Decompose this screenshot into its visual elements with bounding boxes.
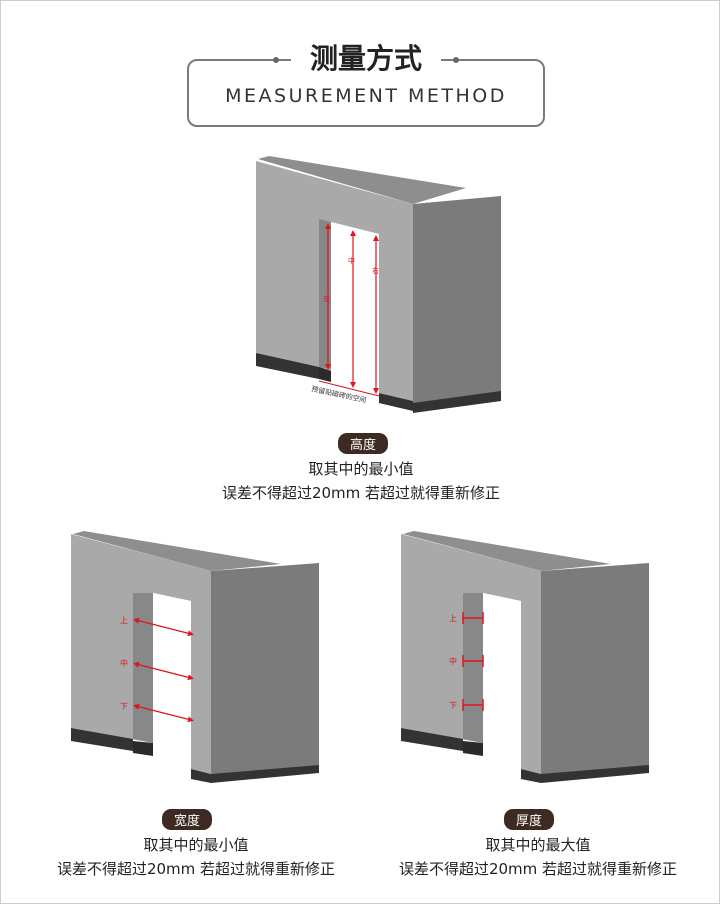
title-dot-right	[453, 57, 459, 63]
width-wall: 上 中 下	[71, 531, 319, 783]
height-caption-line1: 取其中的最小值	[308, 460, 414, 478]
width-caption-line1: 取其中的最小值	[143, 836, 249, 854]
thickness-caption: 取其中的最大值 误差不得超过20mm 若超过就得重新修正	[363, 833, 713, 881]
width-middle-arrow	[133, 661, 194, 681]
width-top-arrow	[133, 617, 194, 637]
thickness-badge: 厚度	[504, 809, 555, 830]
thickness-wall: 上 中 下	[401, 531, 649, 783]
width-label-middle: 中	[120, 658, 128, 668]
height-badge: 高度	[338, 433, 389, 454]
label-middle: 中	[348, 256, 355, 265]
height-caption: 取其中的最小值 误差不得超过20mm 若超过就得重新修正	[161, 457, 561, 505]
width-label-top: 上	[120, 616, 128, 625]
width-bottom-arrow	[133, 703, 194, 723]
thickness-label-middle: 中	[449, 656, 457, 666]
label-left: 左	[323, 294, 330, 303]
title-chinese: 测量方式	[291, 37, 441, 77]
width-badge: 宽度	[162, 809, 213, 830]
width-caption: 取其中的最小值 误差不得超过20mm 若超过就得重新修正	[21, 833, 371, 881]
thickness-label-top: 上	[449, 614, 457, 623]
width-label-bottom: 下	[120, 702, 128, 711]
height-caption-line2: 误差不得超过20mm 若超过就得重新修正	[221, 484, 501, 502]
title-dot-left	[273, 57, 279, 63]
title-english: MEASUREMENT METHOD	[225, 85, 507, 107]
label-right: 右	[372, 266, 379, 275]
thickness-caption-line1: 取其中的最大值	[485, 836, 591, 854]
thickness-label-bottom: 下	[449, 701, 457, 710]
width-caption-line2: 误差不得超过20mm 若超过就得重新修正	[56, 860, 336, 878]
height-wall: 左 中 右 预留贴磁砖的空间	[256, 156, 501, 413]
thickness-caption-line2: 误差不得超过20mm 若超过就得重新修正	[398, 860, 678, 878]
